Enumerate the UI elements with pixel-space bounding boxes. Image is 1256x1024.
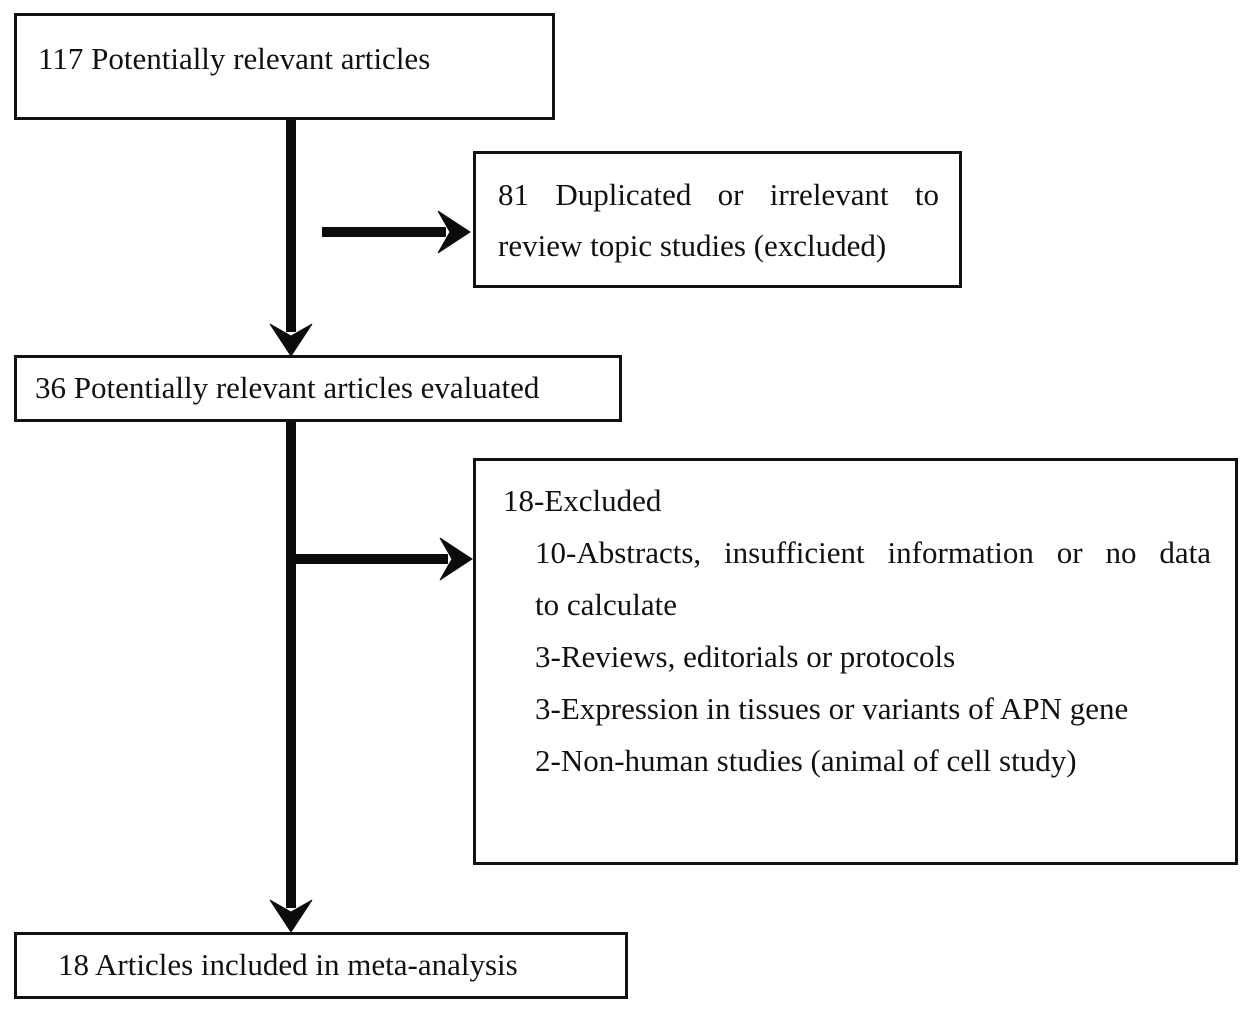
arrowhead-branch-to-excluded-evaluation [439,537,473,581]
excluded-reason-expression: 3-Expression in tissues or variants of A… [535,691,1129,726]
node-excluded-initial: 81 Duplicated or irrelevant to review to… [473,151,962,288]
node-included-label: 18 Articles included in meta-analysis [58,947,518,983]
node-excluded-initial-line2: review topic studies (excluded) [498,227,887,263]
node-evaluated-articles: 36 Potentially relevant articles evaluat… [14,355,622,422]
excluded-reason-abstracts-line2: to calculate [535,587,677,622]
arrowhead-branch-to-excluded-initial [437,210,471,254]
excluded-reason-nonhuman: 2-Non-human studies (animal of cell stud… [535,743,1077,778]
node-excluded-initial-line1: 81 Duplicated or irrelevant to [498,176,939,212]
node-included-articles: 18 Articles included in meta-analysis [14,932,628,999]
excluded-reason-reviews: 3-Reviews, editorials or protocols [535,639,956,674]
node-excluded-evaluation: 18-Excluded 10-Abstracts, insufficient i… [473,458,1238,865]
arrowhead-evaluated-to-included [269,899,313,933]
arrowhead-identified-to-evaluated [269,323,313,357]
excluded-evaluation-title: 18-Excluded [503,483,662,518]
excluded-reason-abstracts-line1: 10-Abstracts, insufficient information o… [535,535,1211,570]
node-identified-label: 117 Potentially relevant articles [38,41,431,77]
node-evaluated-label: 36 Potentially relevant articles evaluat… [35,370,540,406]
node-identified-articles: 117 Potentially relevant articles [14,13,555,120]
